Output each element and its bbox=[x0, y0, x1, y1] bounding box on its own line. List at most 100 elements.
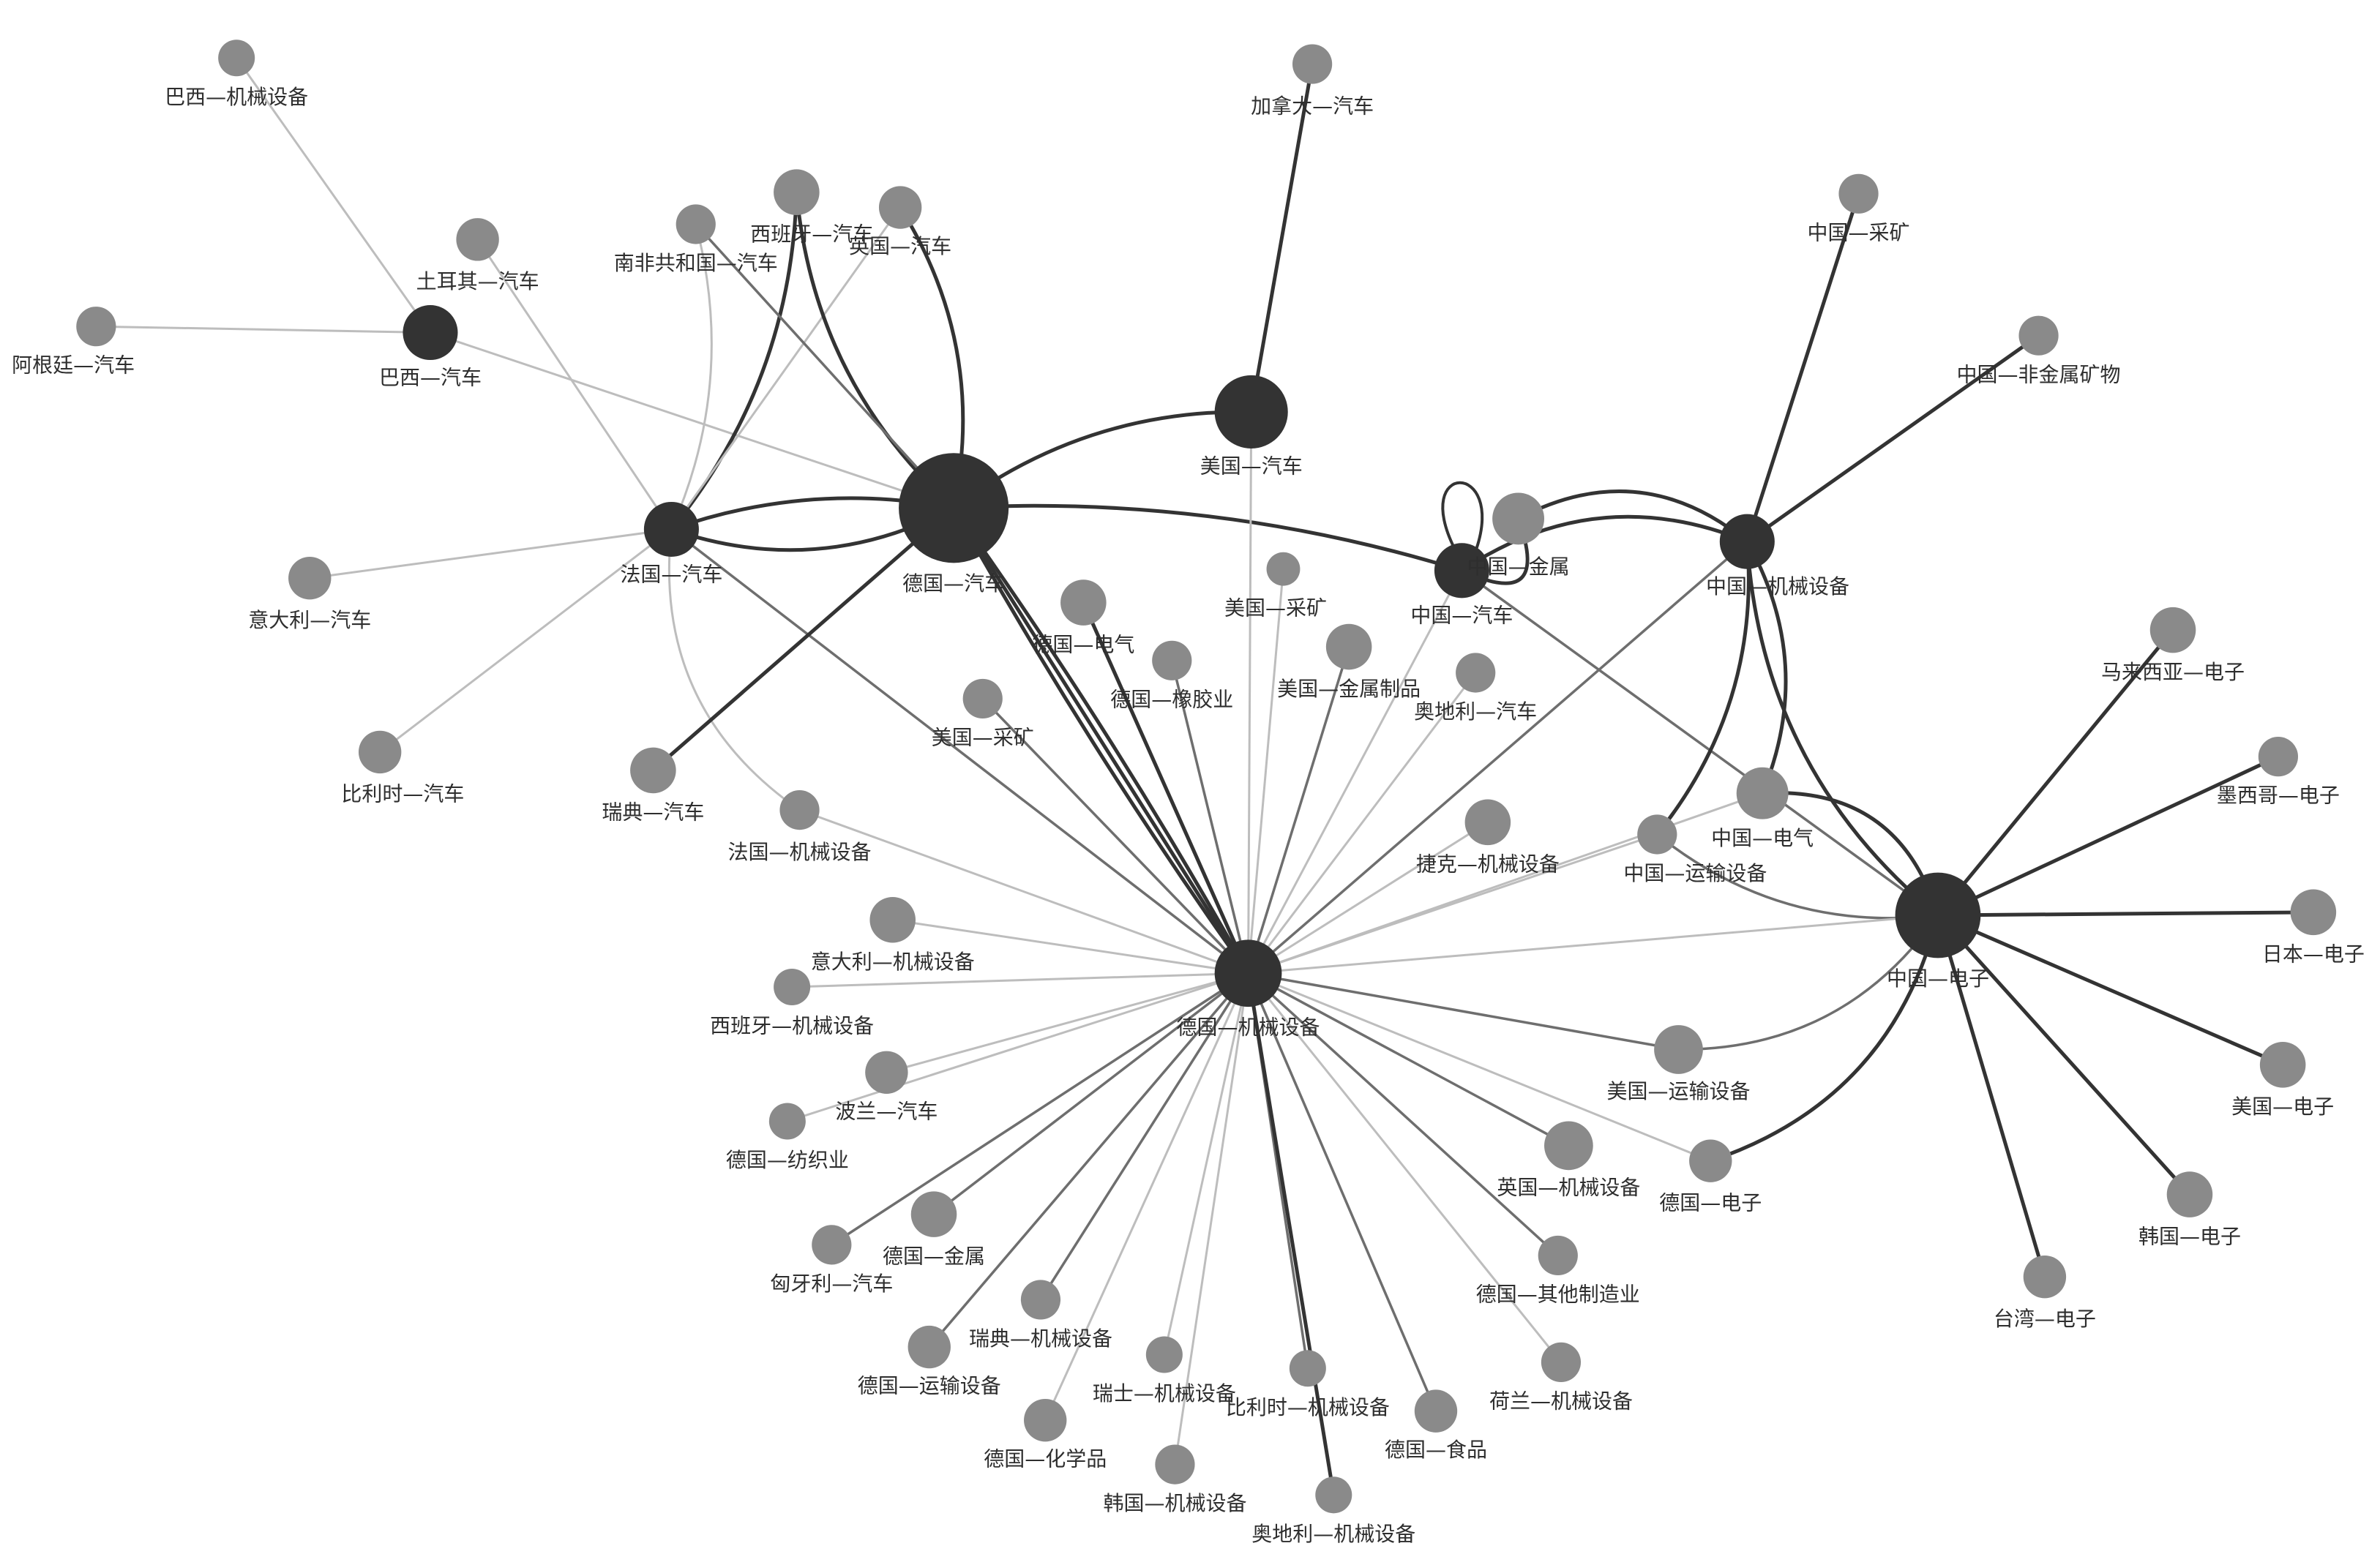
node-circle[interactable] bbox=[1315, 1476, 1352, 1514]
node-circle[interactable] bbox=[1541, 1342, 1582, 1383]
node-circle[interactable] bbox=[2166, 1171, 2213, 1217]
node-巴西-汽车[interactable]: 巴西—汽车 bbox=[379, 305, 482, 389]
node-德国-化学品[interactable]: 德国—化学品 bbox=[984, 1398, 1107, 1471]
node-德国-电子[interactable]: 德国—电子 bbox=[1659, 1139, 1762, 1215]
node-circle[interactable] bbox=[643, 501, 699, 558]
node-circle[interactable] bbox=[774, 968, 811, 1006]
node-circle[interactable] bbox=[456, 218, 499, 261]
node-意大利-机械设备[interactable]: 意大利—机械设备 bbox=[811, 896, 975, 974]
node-土耳其-汽车[interactable]: 土耳其—汽车 bbox=[416, 218, 539, 293]
node-circle[interactable] bbox=[1838, 173, 1879, 214]
node-加拿大-汽车[interactable]: 加拿大—汽车 bbox=[1251, 44, 1374, 118]
node-circle[interactable] bbox=[1434, 543, 1489, 598]
node-台湾-电子[interactable]: 台湾—电子 bbox=[1994, 1255, 2096, 1331]
node-德国-机械设备[interactable]: 德国—机械设备 bbox=[1177, 939, 1320, 1040]
node-中国-电气[interactable]: 中国—电气 bbox=[1711, 767, 1814, 850]
node-circle[interactable] bbox=[899, 453, 1009, 563]
node-circle[interactable] bbox=[1544, 1121, 1593, 1171]
node-circle[interactable] bbox=[1637, 814, 1677, 855]
node-circle[interactable] bbox=[76, 307, 116, 347]
node-美国-金属制品[interactable]: 美国—金属制品 bbox=[1277, 623, 1421, 701]
node-circle[interactable] bbox=[779, 790, 820, 830]
node-韩国-电子[interactable]: 韩国—电子 bbox=[2138, 1171, 2241, 1248]
node-circle[interactable] bbox=[812, 1225, 852, 1265]
node-比利时-汽车[interactable]: 比利时—汽车 bbox=[341, 730, 464, 806]
node-circle[interactable] bbox=[1289, 1350, 1326, 1387]
node-circle[interactable] bbox=[1492, 492, 1545, 545]
node-美国-运输设备[interactable]: 美国—运输设备 bbox=[1606, 1025, 1751, 1103]
node-中国-金属[interactable]: 中国—金属 bbox=[1467, 492, 1570, 579]
node-中国-汽车[interactable]: 中国—汽车 bbox=[1410, 543, 1513, 628]
node-circle[interactable] bbox=[1060, 579, 1107, 626]
node-circle[interactable] bbox=[1020, 1280, 1061, 1320]
node-瑞典-机械设备[interactable]: 瑞典—机械设备 bbox=[969, 1280, 1112, 1351]
node-中国-电子[interactable]: 中国—电子 bbox=[1887, 872, 1989, 991]
node-奥地利-机械设备[interactable]: 奥地利—机械设备 bbox=[1251, 1476, 1415, 1546]
node-circle[interactable] bbox=[676, 204, 716, 244]
node-circle[interactable] bbox=[768, 1103, 806, 1140]
node-circle[interactable] bbox=[2258, 737, 2299, 777]
node-荷兰-机械设备[interactable]: 荷兰—机械设备 bbox=[1489, 1342, 1633, 1414]
node-德国-金属[interactable]: 德国—金属 bbox=[883, 1191, 985, 1268]
node-circle[interactable] bbox=[908, 1325, 951, 1369]
node-circle[interactable] bbox=[1155, 1444, 1195, 1485]
node-circle[interactable] bbox=[1464, 799, 1511, 846]
node-circle[interactable] bbox=[1325, 623, 1372, 670]
node-德国-汽车[interactable]: 德国—汽车 bbox=[899, 453, 1009, 596]
node-德国-电气[interactable]: 德国—电气 bbox=[1032, 579, 1134, 656]
node-circle[interactable] bbox=[1292, 44, 1333, 84]
node-德国-运输设备[interactable]: 德国—运输设备 bbox=[858, 1325, 1001, 1398]
node-circle[interactable] bbox=[865, 1051, 908, 1094]
node-日本-电子[interactable]: 日本—电子 bbox=[2262, 889, 2365, 967]
node-circle[interactable] bbox=[869, 896, 916, 943]
node-意大利-汽车[interactable]: 意大利—汽车 bbox=[248, 557, 371, 632]
node-circle[interactable] bbox=[2023, 1255, 2067, 1299]
node-阿根廷-汽车[interactable]: 阿根廷—汽车 bbox=[12, 307, 135, 378]
node-英国-汽车[interactable]: 英国—汽车 bbox=[849, 186, 951, 258]
node-匈牙利-汽车[interactable]: 匈牙利—汽车 bbox=[770, 1225, 893, 1296]
node-美国-采矿[interactable]: 美国—采矿 bbox=[932, 678, 1034, 750]
node-circle[interactable] bbox=[1145, 1336, 1183, 1373]
node-circle[interactable] bbox=[630, 747, 676, 794]
node-circle[interactable] bbox=[774, 169, 820, 215]
node-比利时-机械设备[interactable]: 比利时—机械设备 bbox=[1226, 1350, 1390, 1419]
node-美国-汽车[interactable]: 美国—汽车 bbox=[1200, 375, 1303, 478]
node-法国-汽车[interactable]: 法国—汽车 bbox=[620, 501, 722, 586]
node-circle[interactable] bbox=[403, 305, 458, 361]
node-circle[interactable] bbox=[2259, 1042, 2306, 1088]
node-中国-采矿[interactable]: 中国—采矿 bbox=[1808, 173, 1910, 245]
node-南非共和国-汽车[interactable]: 南非共和国—汽车 bbox=[614, 204, 778, 275]
node-circle[interactable] bbox=[1214, 939, 1282, 1007]
node-捷克-机械设备[interactable]: 捷克—机械设备 bbox=[1416, 799, 1560, 877]
node-英国-机械设备[interactable]: 英国—机械设备 bbox=[1497, 1121, 1640, 1200]
node-瑞典-汽车[interactable]: 瑞典—汽车 bbox=[602, 747, 704, 825]
node-circle[interactable] bbox=[1024, 1398, 1067, 1442]
node-中国-运输设备[interactable]: 中国—运输设备 bbox=[1623, 814, 1767, 885]
node-circle[interactable] bbox=[1689, 1139, 1732, 1182]
node-circle[interactable] bbox=[2149, 607, 2196, 653]
node-美国-电子[interactable]: 美国—电子 bbox=[2231, 1042, 2334, 1119]
node-墨西哥-电子[interactable]: 墨西哥—电子 bbox=[2217, 737, 2340, 808]
node-波兰-汽车[interactable]: 波兰—汽车 bbox=[835, 1051, 938, 1124]
node-法国-机械设备[interactable]: 法国—机械设备 bbox=[728, 790, 872, 864]
node-西班牙-机械设备[interactable]: 西班牙—机械设备 bbox=[710, 968, 874, 1038]
node-circle[interactable] bbox=[1538, 1235, 1578, 1276]
node-德国-橡胶业[interactable]: 德国—橡胶业 bbox=[1110, 640, 1233, 712]
node-circle[interactable] bbox=[1414, 1389, 1458, 1433]
node-circle[interactable] bbox=[910, 1191, 957, 1237]
node-巴西-机械设备[interactable]: 巴西—机械设备 bbox=[165, 40, 308, 109]
node-奥地利-汽车[interactable]: 奥地利—汽车 bbox=[1414, 653, 1537, 724]
node-circle[interactable] bbox=[1736, 767, 1789, 819]
node-circle[interactable] bbox=[358, 730, 402, 774]
node-circle[interactable] bbox=[1214, 375, 1288, 449]
node-circle[interactable] bbox=[1152, 640, 1192, 680]
node-circle[interactable] bbox=[1895, 872, 1981, 958]
node-circle[interactable] bbox=[878, 186, 922, 229]
node-circle[interactable] bbox=[1719, 514, 1775, 569]
node-circle[interactable] bbox=[1456, 653, 1496, 693]
node-circle[interactable] bbox=[1654, 1025, 1703, 1074]
node-韩国-机械设备[interactable]: 韩国—机械设备 bbox=[1103, 1444, 1246, 1515]
node-西班牙-汽车[interactable]: 西班牙—汽车 bbox=[750, 169, 873, 246]
node-德国-食品[interactable]: 德国—食品 bbox=[1385, 1389, 1487, 1462]
node-circle[interactable] bbox=[218, 40, 255, 77]
